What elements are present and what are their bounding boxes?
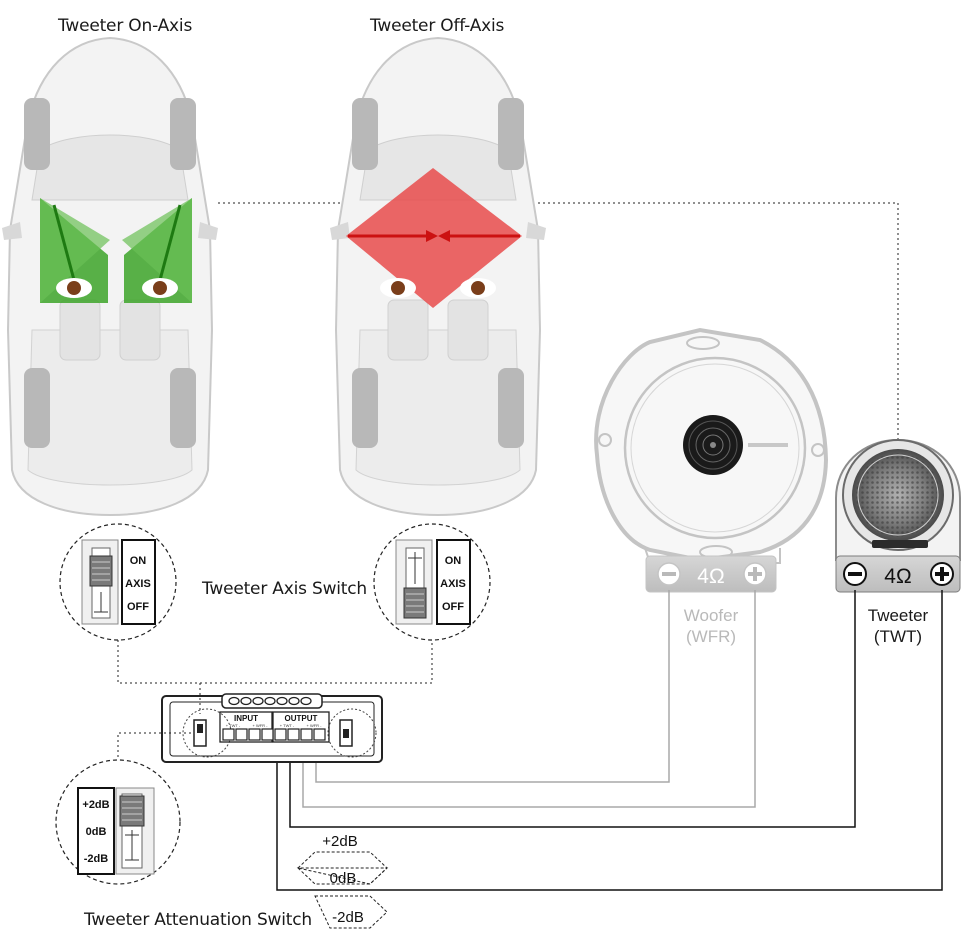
- axis-off-label-2: OFF: [442, 601, 464, 613]
- car-off-axis: [330, 36, 546, 517]
- tweeter-impedance: 4Ω: [884, 565, 911, 588]
- tweeter-logo-icon: [872, 540, 928, 548]
- tweeter-name: Tweeter: [868, 606, 929, 625]
- atten-zero-label: 0dB: [86, 826, 107, 838]
- db-selector: +2dB 0dB -2dB: [296, 833, 389, 929]
- crossover-vent-holes: [228, 696, 312, 706]
- tweeter-wires: [276, 590, 943, 891]
- axis-on-label-2: ON: [445, 555, 462, 567]
- atten-plus-label: +2dB: [82, 799, 109, 811]
- listener-right: [460, 278, 496, 298]
- axis-switch-knob-on[interactable]: [89, 555, 113, 587]
- listener-left: [56, 278, 92, 298]
- crossover-output-label: OUTPUT: [285, 714, 318, 723]
- tweeter-code: (TWT): [874, 627, 922, 646]
- axis-switch-on-zoom: ON AXIS OFF: [59, 523, 177, 641]
- arrow-right-head: [426, 230, 438, 242]
- axis-switch-off-zoom: ON AXIS OFF: [373, 523, 491, 641]
- attenuation-switch-knob[interactable]: [119, 795, 145, 827]
- attenuation-switch-zoom: +2dB 0dB -2dB: [55, 759, 181, 885]
- woofer-code: (WFR): [686, 627, 736, 646]
- db-zero-label: 0dB: [330, 870, 357, 887]
- woofer-terminal-plate: 4Ω: [645, 555, 777, 593]
- axis-switch-caption: Tweeter Axis Switch: [202, 579, 367, 599]
- tweeter-minus-icon: [848, 572, 862, 576]
- title-off-axis: Tweeter Off-Axis: [370, 16, 505, 36]
- crossover-input-twt-tag: + TWT -: [226, 723, 241, 728]
- car-on-axis: [2, 36, 218, 517]
- woofer-name: Woofer: [684, 606, 739, 625]
- attenuation-switch-caption: Tweeter Attenuation Switch: [84, 910, 312, 930]
- crossover-input-label: INPUT: [234, 714, 258, 723]
- title-on-axis: Tweeter On-Axis: [58, 16, 193, 36]
- crossover-output-twt-tag: + TWT -: [280, 723, 295, 728]
- dotted-link-tweeter: [538, 202, 899, 440]
- woofer-logo-icon: [748, 443, 788, 447]
- listener-right: [142, 278, 178, 298]
- axis-axis-label: AXIS: [125, 578, 151, 590]
- crossover-output-wfr-tag: + WFR -: [307, 723, 323, 728]
- woofer-impedance: 4Ω: [697, 565, 724, 588]
- axis-switch-knob-off[interactable]: [403, 587, 427, 619]
- crossover-input-wfr-tag: + WFR -: [253, 723, 269, 728]
- woofer-speaker: [594, 327, 829, 564]
- tweeter-terminal-plate: 4Ω: [835, 555, 961, 593]
- dotted-link-axis-switch: [117, 640, 433, 684]
- tweeter-speaker: [835, 438, 961, 561]
- db-minus-label: -2dB: [332, 909, 364, 926]
- axis-off-label: OFF: [127, 601, 149, 613]
- crossover-terminal-block[interactable]: [222, 728, 326, 741]
- arrow-left-head: [438, 230, 450, 242]
- axis-on-label: ON: [130, 555, 147, 567]
- listener-left: [380, 278, 416, 298]
- axis-axis-label-2: AXIS: [440, 578, 466, 590]
- crossover-network: INPUT OUTPUT + TWT - + WFR - + TWT - + W…: [161, 693, 383, 763]
- db-plus-label: +2dB: [322, 833, 357, 850]
- atten-minus-label: -2dB: [84, 853, 109, 865]
- woofer-minus-icon: [662, 572, 676, 576]
